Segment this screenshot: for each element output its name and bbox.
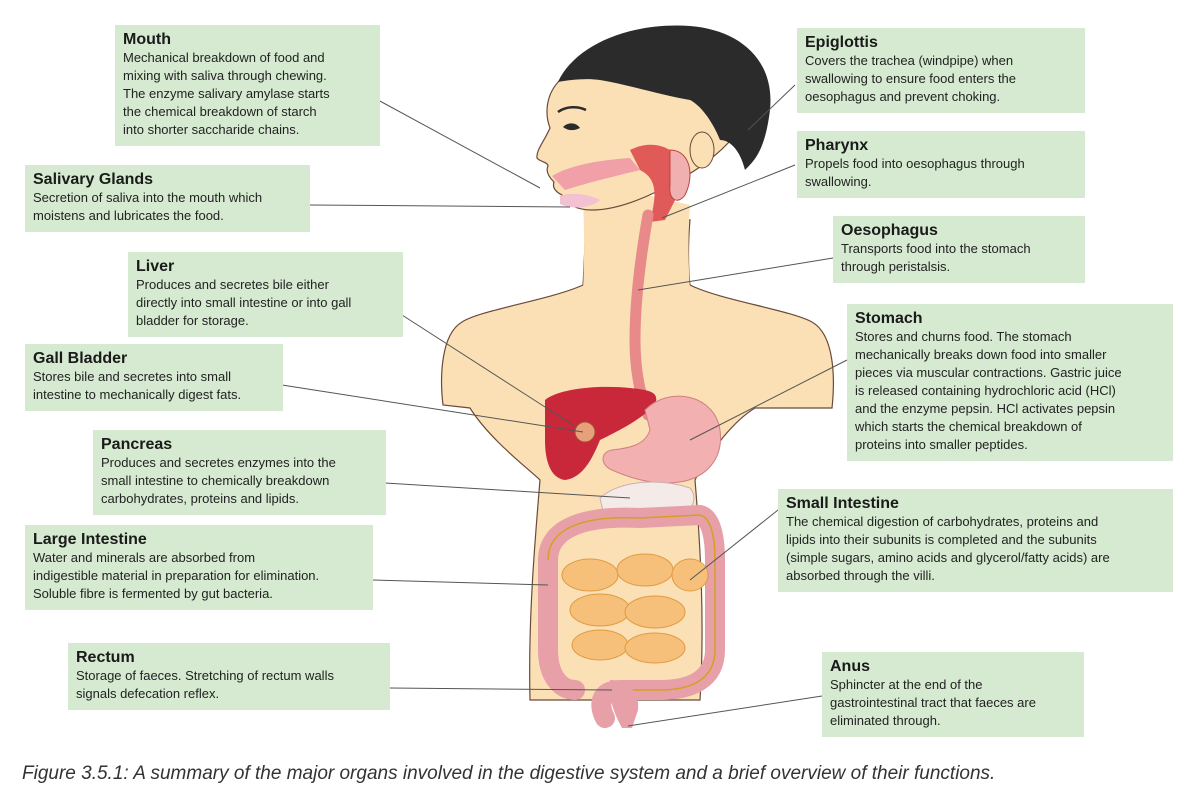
label-gall-bladder: Gall Bladder Stores bile and secretes in… (25, 344, 283, 411)
salivary-desc-1: Secretion of saliva into the mouth which (33, 190, 263, 205)
mouth-title: Mouth (123, 31, 171, 48)
label-oesophagus: Oesophagus Transports food into the stom… (833, 216, 1085, 283)
leader-oesophagus (637, 257, 834, 291)
stomach-desc-4: is released containing hydrochloric acid… (855, 383, 1116, 398)
hair (558, 25, 771, 170)
label-mouth: Mouth Mechanical breakdown of food and m… (115, 25, 380, 146)
mouth-and-pharynx (552, 144, 691, 222)
salivary-desc-2: moistens and lubricates the food. (33, 208, 224, 223)
liver-desc-3: bladder for storage. (136, 313, 249, 328)
rectum-shape (609, 680, 639, 728)
label-stomach: Stomach Stores and churns food. The stom… (847, 304, 1173, 461)
small-intestine-coils (561, 553, 709, 664)
pharynx-title: Pharynx (805, 137, 869, 154)
epiglottis-title: Epiglottis (805, 34, 878, 51)
salivary-gland-shape (560, 193, 600, 208)
gall-bladder-shape (574, 421, 596, 443)
rectum-desc-1: Storage of faeces. Stretching of rectum … (76, 668, 334, 683)
leader-pharynx (661, 164, 796, 219)
mouth-desc-5: into shorter saccharide chains. (123, 122, 300, 137)
ear (689, 131, 715, 169)
small-title: Small Intestine (786, 495, 899, 512)
gall-desc-2: intestine to mechanically digest fats. (33, 387, 242, 402)
gall-title: Gall Bladder (33, 350, 128, 367)
large-desc-1: Water and minerals are absorbed from (33, 550, 256, 565)
label-pharynx: Pharynx Propels food into oesophagus thr… (797, 131, 1085, 198)
pancreas-desc-3: carbohydrates, proteins and lipids. (101, 491, 300, 506)
pancreas-desc-2: small intestine to chemically breakdown (101, 473, 330, 488)
leader-large (372, 579, 549, 586)
eye (563, 123, 580, 131)
anus-desc-3: eliminated through. (830, 713, 941, 728)
leader-rectum (389, 687, 613, 691)
leader-stomach (689, 359, 848, 441)
mouth-desc-4: the chemical breakdown of starch (123, 104, 317, 119)
stomach-desc-2: mechanically breaks down food into small… (855, 347, 1107, 362)
oesophagus-title: Oesophagus (841, 222, 938, 239)
anus-desc-1: Sphincter at the end of the (830, 677, 983, 692)
anus-desc-2: gastrointestinal tract that faeces are (830, 695, 1036, 710)
mouth-desc-3: The enzyme salivary amylase starts (123, 86, 330, 101)
pharynx-shape (630, 144, 683, 222)
rectum-desc-2: signals defecation reflex. (76, 686, 220, 701)
rectum-title: Rectum (76, 649, 135, 666)
pancreas-desc-1: Produces and secretes enzymes into the (101, 455, 336, 470)
large-desc-2: indigestible material in preparation for… (33, 568, 320, 583)
label-rectum: Rectum Storage of faeces. Stretching of … (68, 643, 390, 710)
eyebrow (557, 106, 587, 114)
stomach-title: Stomach (855, 310, 923, 327)
label-liver: Liver Produces and secretes bile either … (128, 252, 403, 337)
label-small-intestine: Small Intestine The chemical digestion o… (778, 489, 1173, 592)
label-epiglottis: Epiglottis Covers the trachea (windpipe)… (797, 28, 1085, 113)
leader-gall (281, 384, 584, 433)
liver-desc-2: directly into small intestine or into ga… (136, 295, 352, 310)
label-anus: Anus Sphincter at the end of the gastroi… (822, 652, 1084, 737)
label-large-intestine: Large Intestine Water and minerals are a… (25, 525, 373, 610)
large-desc-3: Soluble fibre is fermented by gut bacter… (33, 586, 273, 601)
oesophagus-desc-1: Transports food into the stomach (841, 241, 1031, 256)
mouth-desc-2: mixing with saliva through chewing. (123, 68, 327, 83)
leader-anus (627, 695, 823, 727)
leader-lines (281, 84, 848, 727)
anus-title: Anus (830, 658, 870, 675)
leader-liver (401, 314, 574, 426)
figure-caption: Figure 3.5.1: A summary of the major org… (22, 763, 996, 784)
liver-title: Liver (136, 258, 175, 275)
pharynx-desc-1: Propels food into oesophagus through (805, 156, 1025, 171)
label-pancreas: Pancreas Produces and secretes enzymes i… (93, 430, 386, 515)
leader-small (689, 509, 779, 581)
stomach-desc-3: pieces via muscular contractions. Gastri… (855, 365, 1122, 380)
stomach-desc-5: and the enzyme pepsin. HCl activates pep… (855, 401, 1116, 416)
small-desc-4: absorbed through the villi. (786, 568, 935, 583)
pharynx-desc-2: swallowing. (805, 174, 872, 189)
leader-salivary (309, 204, 571, 208)
oesophagus-desc-2: through peristalsis. (841, 259, 951, 274)
leader-pancreas (384, 482, 631, 499)
liver-desc-1: Produces and secretes bile either (136, 277, 329, 292)
epiglottis-desc-3: oesophagus and prevent choking. (805, 89, 1001, 104)
leader-mouth (377, 99, 541, 189)
liver-shape (545, 386, 657, 480)
small-desc-1: The chemical digestion of carbohydrates,… (786, 514, 1099, 529)
label-salivary-glands: Salivary Glands Secretion of saliva into… (25, 165, 310, 232)
epiglottis-shape (669, 149, 691, 201)
stomach-desc-7: proteins into smaller peptides. (855, 437, 1028, 452)
oral-cavity (552, 158, 640, 190)
large-title: Large Intestine (33, 531, 147, 548)
small-desc-2: lipids into their subunits is completed … (786, 532, 1097, 547)
pancreas-title: Pancreas (101, 436, 173, 453)
mouth-desc-1: Mechanical breakdown of food and (123, 50, 325, 65)
leader-epiglottis (747, 84, 796, 131)
epiglottis-desc-1: Covers the trachea (windpipe) when (805, 53, 1014, 68)
salivary-title: Salivary Glands (33, 171, 154, 188)
gall-desc-1: Stores bile and secretes into small (33, 369, 231, 384)
stomach-desc-1: Stores and churns food. The stomach (855, 329, 1072, 344)
large-intestine-inner-line (547, 514, 716, 691)
epiglottis-desc-2: swallowing to ensure food enters the (805, 71, 1017, 86)
small-desc-3: (simple sugars, amino acids and glycerol… (786, 550, 1110, 565)
stomach-desc-6: which starts the chemical breakdown of (855, 419, 1082, 434)
